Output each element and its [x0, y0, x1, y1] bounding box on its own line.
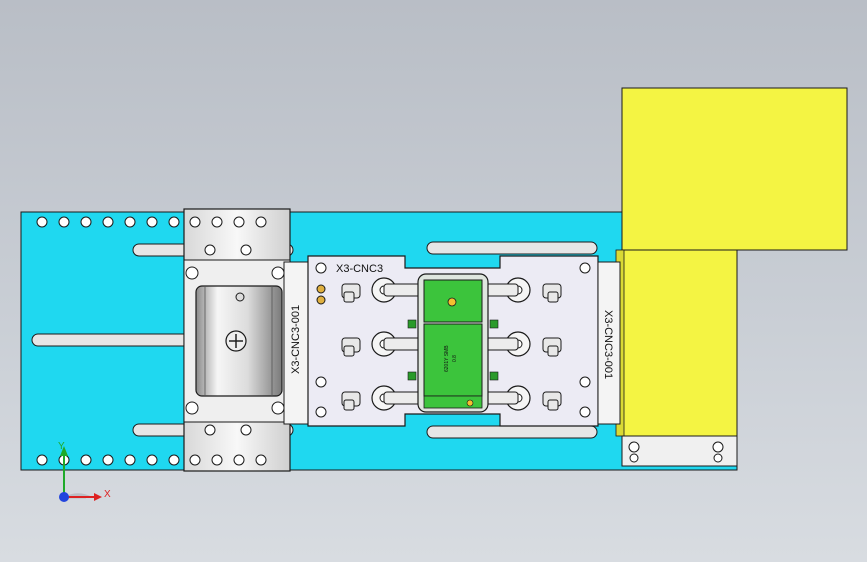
yellow-housing-upper [621, 87, 848, 251]
fixture-plate-label: X3-CNC3 [336, 263, 383, 275]
yellow-housing-lower [621, 249, 738, 437]
base-hole-row-top [36, 216, 180, 228]
air-fittings [341, 283, 562, 411]
z-axis-dot [59, 492, 69, 502]
base-hole-row-bottom [36, 454, 180, 466]
right-block-label: X3-CNC3-001 [602, 310, 614, 379]
locating-pins [315, 262, 591, 418]
workpiece-green-body [423, 323, 483, 397]
left-label-block [283, 261, 309, 425]
workpiece-label-2: 0.8 [452, 355, 458, 362]
workpiece-label-1: 6201Y SMB [444, 345, 450, 372]
axis-triad: X Y [58, 441, 111, 502]
right-label-block [597, 261, 621, 425]
left-block-label: X3-CNC3-001 [290, 305, 302, 374]
x-axis-label: X [104, 489, 111, 500]
y-axis-label: Y [58, 441, 65, 452]
